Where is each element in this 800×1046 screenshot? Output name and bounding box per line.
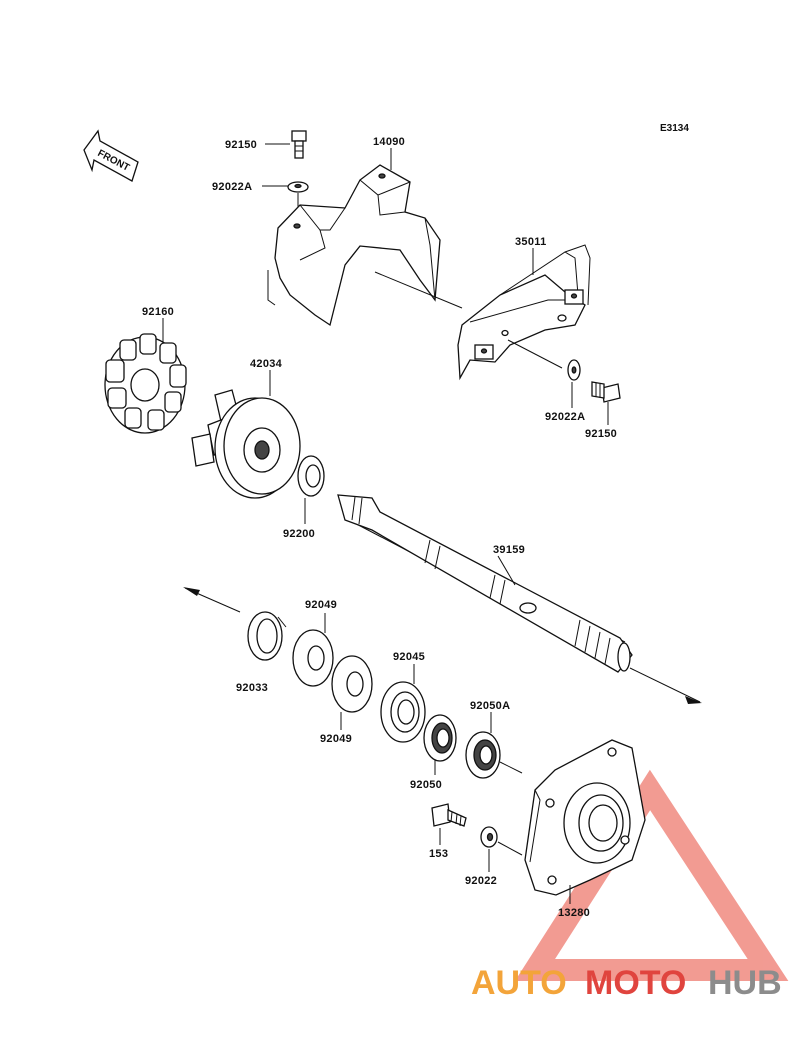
label-92150-top: 92150: [225, 139, 257, 151]
watermark-text-moto: MOTO: [585, 964, 686, 1002]
label-13280: 13280: [558, 907, 590, 919]
label-42034: 42034: [250, 358, 283, 370]
bolt-92150-right: [591, 381, 621, 403]
seal-92050: [423, 714, 457, 762]
label-92160: 92160: [142, 306, 174, 318]
label-92033: 92033: [236, 682, 268, 694]
washer-92049-top: [292, 629, 334, 687]
label-92045: 92045: [393, 651, 425, 663]
circlip-92033: [247, 611, 287, 661]
label-39159: 39159: [493, 544, 525, 556]
label-92049-bottom: 92049: [320, 733, 352, 745]
label-92200: 92200: [283, 528, 315, 540]
damper-92160: [104, 333, 187, 434]
front-direction-arrow: FRONT: [83, 129, 139, 182]
label-92050A: 92050A: [470, 700, 510, 712]
seal-92050A: [465, 731, 501, 779]
label-14090: 14090: [373, 136, 405, 148]
label-92022A-right: 92022A: [545, 411, 585, 423]
bracket-35011: [457, 244, 591, 381]
label-92022A-top: 92022A: [212, 181, 252, 193]
bearing-92045: [380, 681, 426, 743]
washer-92022: [480, 826, 498, 848]
watermark-triangle-logo: [514, 769, 789, 981]
shaft-39159: [337, 494, 633, 673]
bolt-92150-top: [291, 130, 307, 159]
washer-92200: [297, 455, 325, 497]
label-92150-right: 92150: [585, 428, 617, 440]
label-153: 153: [429, 848, 448, 860]
watermark-brand-text: AUTO MOTO HUB: [471, 964, 782, 1002]
washer-92049-bottom: [331, 655, 373, 713]
bolt-153: [431, 803, 467, 827]
washer-92022A-right: [567, 359, 581, 381]
label-92022: 92022: [465, 875, 497, 887]
label-92050: 92050: [410, 779, 442, 791]
watermark-text-auto: AUTO: [471, 964, 567, 1002]
label-92049-top: 92049: [305, 599, 337, 611]
cover-14090: [267, 164, 441, 327]
washer-92022A-top: [287, 181, 309, 193]
label-35011: 35011: [515, 236, 546, 248]
watermark-text-hub: HUB: [708, 964, 782, 1002]
reference-code: E3134: [660, 123, 689, 134]
coupling-42034: [191, 389, 301, 499]
housing-13280: [524, 739, 646, 896]
